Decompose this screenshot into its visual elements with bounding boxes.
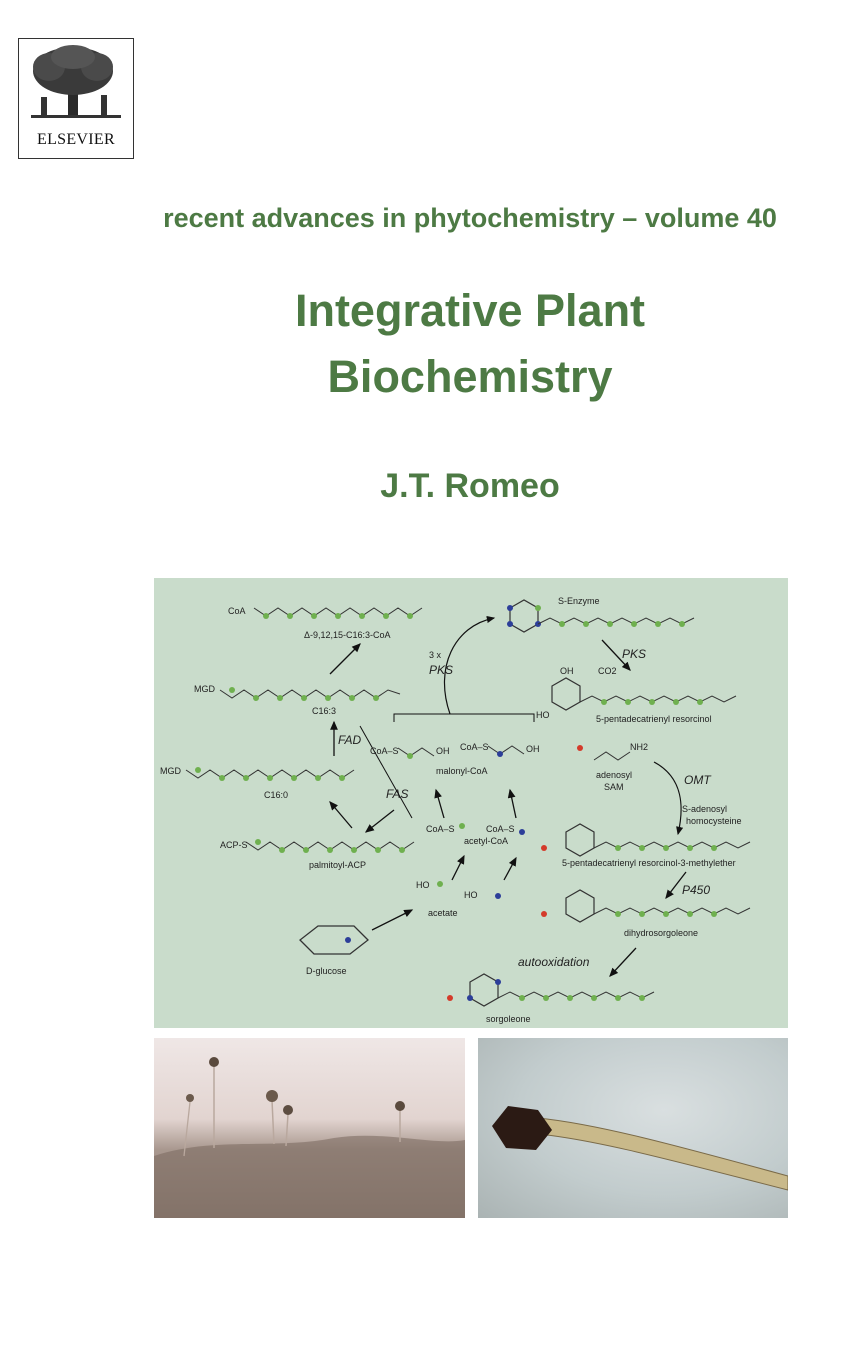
trichome-field-photo <box>154 1038 465 1218</box>
label-c160: C16:0 <box>264 790 288 800</box>
svg-text:CoA–S: CoA–S <box>370 746 399 756</box>
sorgoleone-structure <box>447 973 655 1007</box>
root-hair-photo <box>478 1038 788 1218</box>
enzyme-pks: PKS <box>429 663 453 677</box>
enzyme-p450: P450 <box>682 883 710 897</box>
label-acetate: acetate <box>428 908 458 918</box>
chain-c163: MGD <box>194 684 401 701</box>
label-methylether: 5-pentadecatrienyl resorcinol-3-methylet… <box>562 858 736 868</box>
acetate-structures: HO HO <box>416 880 501 900</box>
series-title: recent advances in phytochemistry – volu… <box>163 203 777 233</box>
enzyme-pks-2: PKS <box>622 647 646 661</box>
malonyl-structures: CoA–S OH CoA–S OH <box>370 742 540 759</box>
pathway-svg: CoA Δ-9,12,15-C16:3-CoA MGD C16:3 MGD C1… <box>160 596 751 1024</box>
chain-palmitoyl: ACP-S <box>220 839 415 853</box>
sam-structure: NH2 adenosyl SAM <box>577 742 648 792</box>
enzyme-omt: OMT <box>684 773 712 787</box>
svg-text:HO: HO <box>536 710 550 720</box>
resorcinol-structure: OH HO <box>536 666 737 720</box>
svg-text:NH2: NH2 <box>630 742 648 752</box>
author-name: J.T. Romeo <box>380 467 560 505</box>
svg-text:CoA: CoA <box>228 606 246 616</box>
label-pks-count: 3 x <box>429 650 442 660</box>
elsevier-logo: ELSEVIER <box>18 38 134 159</box>
label-homocys-2: homocysteine <box>686 816 742 826</box>
acetylcoa-structures: CoA–S CoA–S <box>426 823 525 835</box>
chain-c163coa: CoA <box>228 606 423 619</box>
book-title-line-2: Biochemistry <box>327 351 613 402</box>
svg-text:OH: OH <box>526 744 540 754</box>
elsevier-tree-icon <box>31 45 121 118</box>
svg-text:adenosyl: adenosyl <box>596 770 632 780</box>
svg-text:ACP-S: ACP-S <box>220 840 248 850</box>
glucose-ring <box>299 925 369 955</box>
methylether-structure <box>541 823 751 857</box>
book-title-line-1: Integrative Plant <box>294 285 646 336</box>
pathway-diagram: CoA Δ-9,12,15-C16:3-CoA MGD C16:3 MGD C1… <box>154 578 788 1028</box>
publisher-name: ELSEVIER <box>37 131 115 148</box>
svg-text:MGD: MGD <box>194 684 215 694</box>
enzyme-fas: FAS <box>386 787 408 801</box>
senzyme-product: S-Enzyme <box>507 596 695 633</box>
chain-c160: MGD <box>160 766 355 781</box>
label-dihydro: dihydrosorgoleone <box>624 928 698 938</box>
label-co2: CO2 <box>598 666 617 676</box>
label-malonyl: malonyl-CoA <box>436 766 488 776</box>
label-resorcinol: 5-pentadecatrienyl resorcinol <box>596 714 712 724</box>
svg-text:MGD: MGD <box>160 766 181 776</box>
enzyme-fad: FAD <box>338 733 361 747</box>
svg-text:OH: OH <box>560 666 574 676</box>
label-acetylcoa: acetyl-CoA <box>464 836 508 846</box>
svg-text:S-Enzyme: S-Enzyme <box>558 596 600 606</box>
svg-text:CoA–S: CoA–S <box>486 824 515 834</box>
label-c163: C16:3 <box>312 706 336 716</box>
svg-text:CoA–S: CoA–S <box>460 742 489 752</box>
svg-text:OH: OH <box>436 746 450 756</box>
label-glucose: D-glucose <box>306 966 347 976</box>
svg-text:HO: HO <box>464 890 478 900</box>
label-c163coa: Δ-9,12,15-C16:3-CoA <box>304 630 391 640</box>
svg-text:SAM: SAM <box>604 782 624 792</box>
svg-text:CoA–S: CoA–S <box>426 824 455 834</box>
label-palmitoyl: palmitoyl-ACP <box>309 860 366 870</box>
label-sorgoleone: sorgoleone <box>486 1014 531 1024</box>
enzyme-autooxidation: autooxidation <box>518 955 590 969</box>
svg-text:HO: HO <box>416 880 430 890</box>
dihydro-structure <box>541 889 751 923</box>
label-homocys-1: S-adenosyl <box>682 804 727 814</box>
